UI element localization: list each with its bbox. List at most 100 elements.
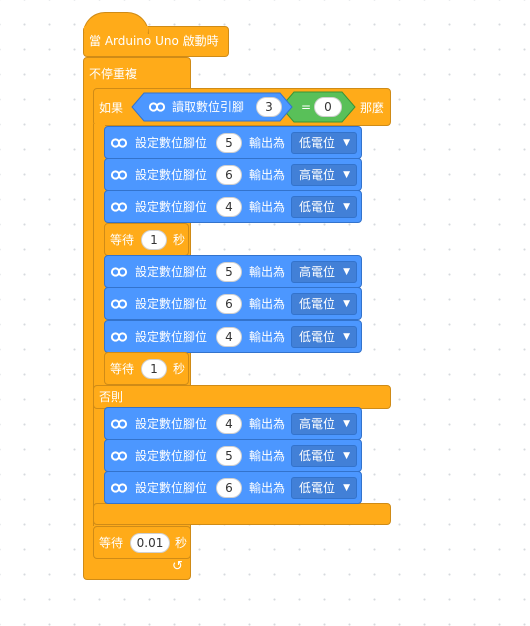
wait-block[interactable]: 等待 1 秒	[104, 352, 189, 385]
hat-block[interactable]: 當 Arduino Uno 啟動時	[83, 26, 229, 57]
extension-icon	[110, 266, 128, 278]
level-value: 高電位	[299, 417, 336, 431]
extension-icon	[110, 482, 128, 494]
set-pin-label: 設定數位腳位	[135, 449, 208, 463]
if-label: 如果	[99, 101, 124, 115]
compare-value-input[interactable]: 0	[314, 97, 342, 117]
loop-arrow-icon: ↺	[172, 559, 183, 574]
dropdown-arrow-icon: ▼	[343, 332, 350, 342]
pin-number-input[interactable]: 6	[216, 478, 242, 498]
level-dropdown[interactable]: 高電位 ▼	[291, 413, 357, 435]
set-pin-label: 設定數位腳位	[135, 330, 208, 344]
wait-block[interactable]: 等待 0.01 秒	[93, 526, 191, 559]
forever-label: 不停重複	[89, 67, 138, 81]
set-digital-pin-block[interactable]: 設定數位腳位 6 輸出為 低電位 ▼	[104, 287, 362, 320]
set-digital-pin-block[interactable]: 設定數位腳位 5 輸出為 低電位 ▼	[104, 439, 362, 472]
extension-icon	[110, 169, 128, 181]
level-dropdown[interactable]: 低電位 ▼	[291, 477, 357, 499]
output-label: 輸出為	[249, 168, 286, 182]
extension-icon	[110, 137, 128, 149]
dropdown-arrow-icon: ▼	[343, 451, 350, 461]
set-digital-pin-block[interactable]: 設定數位腳位 4 輸出為 高電位 ▼	[104, 407, 362, 440]
seconds-label: 秒	[173, 233, 186, 247]
pin-number-input[interactable]: 4	[216, 414, 242, 434]
extension-icon	[110, 201, 128, 213]
level-value: 低電位	[299, 449, 336, 463]
set-digital-pin-block[interactable]: 設定數位腳位 5 輸出為 低電位 ▼	[104, 126, 362, 159]
level-value: 高電位	[299, 168, 336, 182]
if-left-arm	[93, 124, 105, 526]
level-value: 低電位	[299, 136, 336, 150]
output-label: 輸出為	[249, 297, 286, 311]
then-label: 那麼	[360, 101, 385, 115]
read-digital-pin-block[interactable]	[131, 92, 293, 122]
set-digital-pin-block[interactable]: 設定數位腳位 6 輸出為 高電位 ▼	[104, 158, 362, 191]
dropdown-arrow-icon: ▼	[343, 299, 350, 309]
wait-seconds-input[interactable]: 0.01	[130, 533, 170, 553]
output-label: 輸出為	[249, 200, 286, 214]
pin-number-input[interactable]: 5	[216, 133, 242, 153]
level-dropdown[interactable]: 低電位 ▼	[291, 326, 357, 348]
else-section: 否則	[93, 385, 391, 409]
dropdown-arrow-icon: ▼	[343, 483, 350, 493]
dropdown-arrow-icon: ▼	[343, 267, 350, 277]
output-label: 輸出為	[249, 481, 286, 495]
hat-label: 當 Arduino Uno 啟動時	[89, 34, 219, 48]
output-label: 輸出為	[249, 265, 286, 279]
read-pin-input[interactable]: 3	[256, 97, 282, 117]
dropdown-arrow-icon: ▼	[343, 419, 350, 429]
set-digital-pin-block[interactable]: 設定數位腳位 5 輸出為 高電位 ▼	[104, 255, 362, 288]
output-label: 輸出為	[249, 417, 286, 431]
level-dropdown[interactable]: 低電位 ▼	[291, 293, 357, 315]
dropdown-arrow-icon: ▼	[343, 138, 350, 148]
seconds-label: 秒	[173, 362, 186, 376]
wait-label: 等待	[99, 536, 124, 550]
level-value: 高電位	[299, 265, 336, 279]
else-label: 否則	[99, 390, 124, 404]
dropdown-arrow-icon: ▼	[343, 202, 350, 212]
set-pin-label: 設定數位腳位	[135, 200, 208, 214]
pin-number-input[interactable]: 5	[216, 446, 242, 466]
pin-number-input[interactable]: 5	[216, 262, 242, 282]
set-pin-label: 設定數位腳位	[135, 297, 208, 311]
level-dropdown[interactable]: 低電位 ▼	[291, 196, 357, 218]
dropdown-arrow-icon: ▼	[343, 170, 350, 180]
read-pin-label: 讀取數位引腳	[172, 100, 245, 114]
extension-icon	[110, 450, 128, 462]
set-digital-pin-block[interactable]: 設定數位腳位 6 輸出為 低電位 ▼	[104, 471, 362, 504]
pin-number-input[interactable]: 4	[216, 327, 242, 347]
extension-icon	[110, 418, 128, 430]
wait-seconds-input[interactable]: 1	[141, 230, 167, 250]
set-digital-pin-block[interactable]: 設定數位腳位 4 輸出為 低電位 ▼	[104, 320, 362, 353]
level-dropdown[interactable]: 低電位 ▼	[291, 132, 357, 154]
level-dropdown[interactable]: 高電位 ▼	[291, 164, 357, 186]
output-label: 輸出為	[249, 136, 286, 150]
set-digital-pin-block[interactable]: 設定數位腳位 4 輸出為 低電位 ▼	[104, 190, 362, 223]
extension-icon	[148, 101, 166, 113]
set-pin-label: 設定數位腳位	[135, 481, 208, 495]
wait-seconds-input[interactable]: 1	[141, 359, 167, 379]
pin-number-input[interactable]: 6	[216, 165, 242, 185]
set-pin-label: 設定數位腳位	[135, 417, 208, 431]
pin-number-input[interactable]: 4	[216, 197, 242, 217]
set-pin-label: 設定數位腳位	[135, 265, 208, 279]
equals-sign: =	[301, 100, 312, 114]
level-dropdown[interactable]: 低電位 ▼	[291, 445, 357, 467]
set-pin-label: 設定數位腳位	[135, 168, 208, 182]
level-value: 低電位	[299, 330, 336, 344]
seconds-label: 秒	[175, 536, 188, 550]
hat-cap-joint	[84, 26, 148, 32]
wait-label: 等待	[110, 233, 135, 247]
output-label: 輸出為	[249, 449, 286, 463]
level-dropdown[interactable]: 高電位 ▼	[291, 261, 357, 283]
pin-number-input[interactable]: 6	[216, 294, 242, 314]
level-value: 低電位	[299, 200, 336, 214]
set-pin-label: 設定數位腳位	[135, 136, 208, 150]
extension-icon	[110, 298, 128, 310]
extension-icon	[110, 331, 128, 343]
output-label: 輸出為	[249, 330, 286, 344]
wait-label: 等待	[110, 362, 135, 376]
level-value: 低電位	[299, 481, 336, 495]
level-value: 低電位	[299, 297, 336, 311]
wait-block[interactable]: 等待 1 秒	[104, 223, 189, 256]
